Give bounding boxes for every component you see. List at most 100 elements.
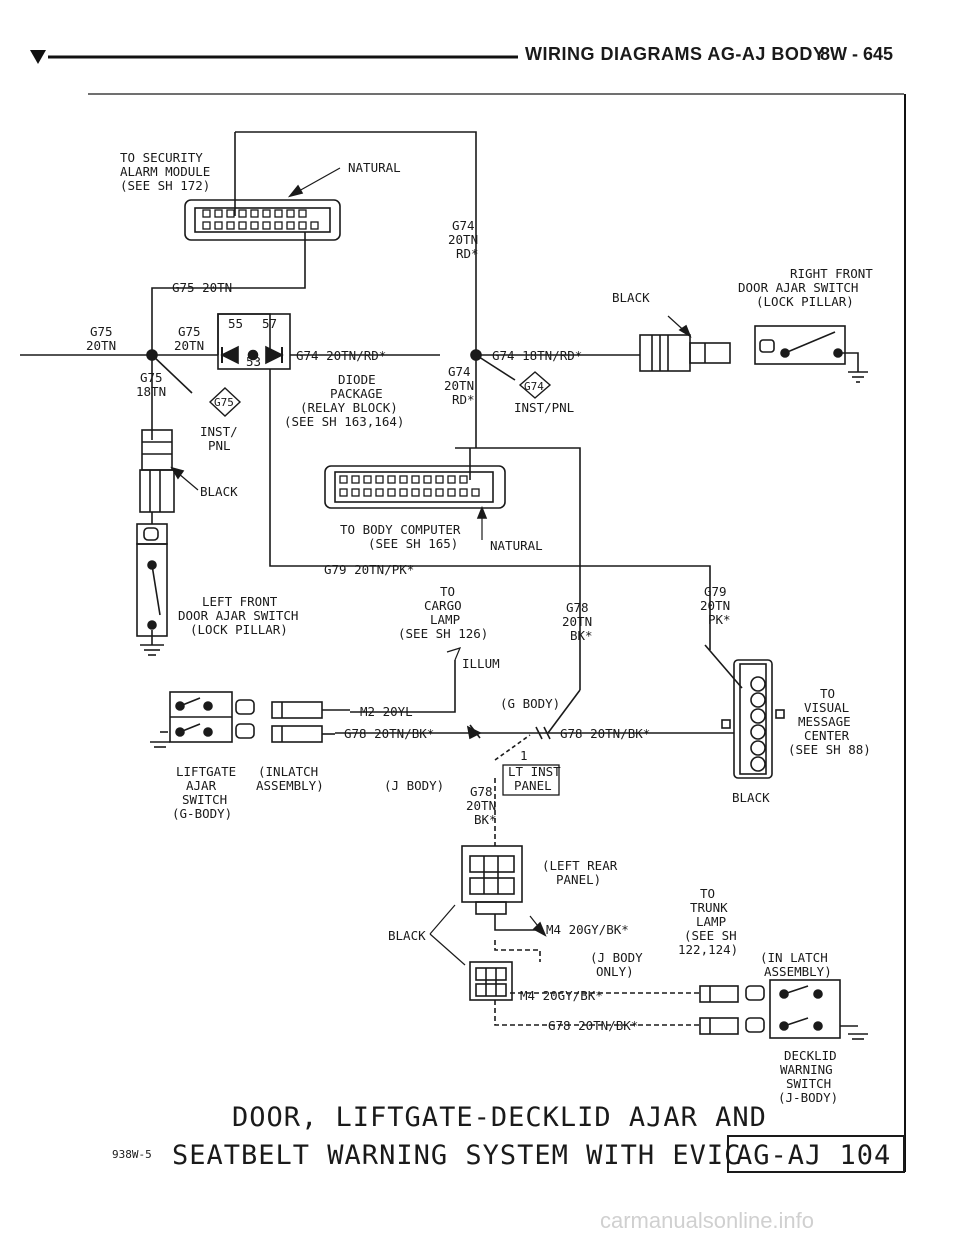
j-body-connector [469, 961, 513, 1001]
vmc-connector [721, 659, 785, 779]
label-natural-mid: NATURAL [490, 538, 543, 553]
label-trunk-4: (SEE SH [684, 928, 737, 943]
label-g78-bot: G78 20TN/BK* [548, 1018, 638, 1033]
label-rf-3: (LOCK PILLAR) [756, 294, 854, 309]
label-diode-2: PACKAGE [330, 386, 383, 401]
label-g78-a1: G78 [566, 600, 589, 615]
decklid-connectors [699, 979, 868, 1040]
header-title: WIRING DIAGRAMS AG-AJ BODY [525, 44, 826, 64]
label-m2: M2 20YL [360, 704, 413, 719]
label-g74-b2: 20TN [444, 378, 474, 393]
label-g75-18-2: 18TN [136, 384, 166, 399]
label-g75-mid-1: G75 [178, 324, 201, 339]
label-m4-b: M4 20GY/BK* [520, 988, 603, 1003]
lf-door-switch [136, 523, 168, 656]
label-g79-1: G79 [704, 584, 727, 599]
label-trunk-5: 122,124) [678, 942, 738, 957]
label-g78-b3: BK* [474, 812, 497, 827]
label-deck-1: DECKLID [784, 1048, 837, 1063]
header-page-number: 8W - 645 [820, 44, 894, 64]
label-lf-2: DOOR AJAR SWITCH [178, 608, 298, 623]
page-header [0, 40, 960, 80]
label-g79-wire: G79 20TN/PK* [324, 562, 414, 577]
label-inst-pnl-r: INST/PNL [514, 400, 574, 415]
label-vis-2: VISUAL [804, 700, 849, 715]
label-ltinst-2: PANEL [514, 778, 552, 793]
label-g79-3: PK* [708, 612, 731, 627]
label-g78-b2: 20TN [466, 798, 496, 813]
label-cargo-4: (SEE SH 126) [398, 626, 488, 641]
label-g78-b1: G78 [470, 784, 493, 799]
label-g79-2: 20TN [700, 598, 730, 613]
footer-title-1: DOOR, LIFTGATE-DECKLID AJAR AND [232, 1102, 767, 1133]
label-g74-b1: G74 [448, 364, 471, 379]
label-black-vmc: BLACK [732, 790, 770, 805]
body-computer-connector [324, 465, 506, 509]
label-m4-a: M4 20GY/BK* [546, 922, 629, 937]
label-pin1: 1 [520, 748, 528, 763]
label-lrp-2: PANEL) [556, 872, 601, 887]
label-illum: ILLUM [462, 656, 500, 671]
label-pin57: 57 [262, 316, 277, 331]
label-g74-18tnrd: G74 18TN/RD* [492, 348, 582, 363]
label-diode-3: (RELAY BLOCK) [300, 400, 398, 415]
label-g78-a2: 20TN [562, 614, 592, 629]
diode-package [217, 313, 291, 370]
label-lift-1: LIFTGATE [176, 764, 236, 779]
label-inst-1: INST/ [200, 424, 238, 439]
label-black-left: BLACK [200, 484, 238, 499]
label-black-rf: BLACK [612, 290, 650, 305]
security-alarm-connector [184, 199, 341, 241]
label-pin53: 53 [246, 354, 261, 369]
label-natural-top: NATURAL [348, 160, 401, 175]
label-lift-3: SWITCH [182, 792, 227, 807]
watermark: carmanualsonline.info [600, 1208, 815, 1233]
label-trunk-3: LAMP [696, 914, 726, 929]
rf-connector [639, 334, 731, 372]
header-triangle-icon [30, 50, 46, 64]
label-vis-5: (SEE SH 88) [788, 742, 871, 757]
label-g74-diamond: G74 [524, 380, 544, 393]
label-trunk-1: TO [700, 886, 715, 901]
footer-diagram-id: AG-AJ 104 [736, 1140, 891, 1171]
label-black-bot: BLACK [388, 928, 426, 943]
label-g74-a1: G74 [452, 218, 475, 233]
label-g78-20tnbk-l: G78 20TN/BK* [344, 726, 434, 741]
label-g74-a2: 20TN [448, 232, 478, 247]
label-cargo-1: TO [440, 584, 455, 599]
label-rf-1: RIGHT FRONT [790, 266, 873, 281]
label-g74-b3: RD* [452, 392, 475, 407]
label-cargo-3: LAMP [430, 612, 460, 627]
label-bodycomp-1: TO BODY COMPUTER [340, 522, 461, 537]
label-pin55: 55 [228, 316, 243, 331]
label-inlatch-2: ASSEMBLY) [256, 778, 324, 793]
label-lift-4: (G-BODY) [172, 806, 232, 821]
label-g75-18-1: G75 [140, 370, 163, 385]
lt-inst-panel-box [502, 764, 560, 796]
label-rf-2: DOOR AJAR SWITCH [738, 280, 858, 295]
label-trunk-2: TRUNK [690, 900, 728, 915]
label-inlatch2-1: (IN LATCH [760, 950, 828, 965]
label-vis-3: MESSAGE [798, 714, 851, 729]
label-g75-20tn-top: G75 20TN [172, 280, 232, 295]
rf-door-switch [754, 325, 868, 383]
label-g78-20tnbk-r: G78 20TN/BK* [560, 726, 650, 741]
left-rear-panel-connector [461, 845, 523, 915]
label-bodycomp-2: (SEE SH 165) [368, 536, 458, 551]
label-vis-1: TO [820, 686, 835, 701]
label-ltinst-1: LT INST [508, 764, 561, 779]
label-jbody-only-1: (J BODY [590, 950, 643, 965]
label-g78-a3: BK* [570, 628, 593, 643]
label-deck-3: SWITCH [786, 1076, 831, 1091]
diagram-id-box [727, 1135, 905, 1173]
label-g75-left-1: G75 [90, 324, 113, 339]
label-deck-4: (J-BODY) [778, 1090, 838, 1105]
label-security-1: TO SECURITY [120, 150, 203, 165]
liftgate-ajar-switch [150, 691, 323, 748]
label-inlatch2-2: ASSEMBLY) [764, 964, 832, 979]
diagram-frame [88, 94, 906, 1172]
footer-doc-id: 938W-5 [112, 1148, 152, 1161]
label-g75-mid-2: 20TN [174, 338, 204, 353]
label-g74-a3: RD* [456, 246, 479, 261]
